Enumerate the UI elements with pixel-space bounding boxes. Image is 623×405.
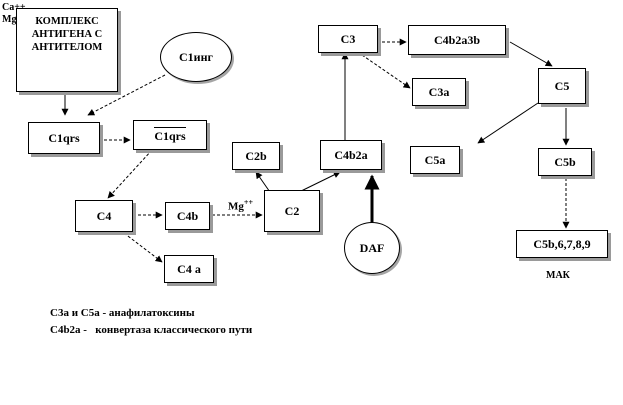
complex-line-1: КОМПЛЕКС <box>35 16 99 27</box>
node-c4b2a3b: C4b2a3b <box>408 25 506 55</box>
c4b-label: C4b <box>176 208 199 223</box>
node-c3a: C3a <box>412 78 466 106</box>
node-c1-inhibitor: C1инг <box>160 32 232 82</box>
c4b2a-label: C4b2a <box>334 147 368 162</box>
node-c4a: C4 a <box>164 255 214 283</box>
c3-label: C3 <box>340 31 356 46</box>
node-c2b: C2b <box>232 142 280 170</box>
arrow-c4-to-c4a <box>119 229 163 263</box>
c1qrs-active-label: C1qrs <box>154 126 186 143</box>
c2b-label: C2b <box>245 148 267 163</box>
arrow-c3-to-c3a <box>361 54 411 89</box>
magnesium-ion-label: Mg++ <box>2 14 28 25</box>
arrow-active-to-c4 <box>107 149 153 199</box>
c5-label: C5 <box>554 78 570 93</box>
c5b-label: C5b <box>554 154 576 169</box>
c3a-label: C3a <box>428 84 450 99</box>
node-c2: C2 <box>264 190 320 232</box>
legend-anaphylatoxins: C3a и C5a - анафилатоксины <box>50 307 195 319</box>
c1qrs-label: C1qrs <box>48 130 80 145</box>
calcium-ion-label: Ca++ <box>2 2 26 13</box>
c2-label: C2 <box>284 203 300 218</box>
arrow-c5-to-c5a <box>477 102 539 144</box>
mg-text: Mg <box>228 200 244 213</box>
c4b2a3b-label: C4b2a3b <box>433 32 480 47</box>
mac-caption: МАК <box>546 270 570 281</box>
c4-label: C4 <box>96 208 112 223</box>
node-c5a: C5a <box>410 146 460 174</box>
node-c4b2a: C4b2a <box>320 140 382 170</box>
arrow-c4b2a3b-to-c5 <box>509 41 553 67</box>
node-c5b: C5b <box>538 148 592 176</box>
node-c5: C5 <box>538 68 586 104</box>
mg-superscript: ++ <box>243 198 254 207</box>
node-c1qrs-active: C1qrs <box>133 120 207 150</box>
node-c3: C3 <box>318 25 378 53</box>
arrow-c1inh-to-c1qrs <box>87 74 166 116</box>
node-c4b: C4b <box>165 202 210 230</box>
mac-label: C5b,6,7,8,9 <box>533 236 591 251</box>
mg-cofactor-label: Mg++ <box>228 198 253 213</box>
complex-line-2: АНТИГЕНА С <box>31 29 103 40</box>
c4a-label: C4 a <box>177 261 201 276</box>
node-c4: C4 <box>75 200 133 232</box>
c5a-label: C5a <box>424 152 446 167</box>
complex-line-3: АНТИТЕЛОМ <box>31 42 103 53</box>
node-antigen-antibody-complex: КОМПЛЕКС АНТИГЕНА С АНТИТЕЛОМ <box>16 8 118 92</box>
node-membrane-attack-complex: C5b,6,7,8,9 <box>516 230 608 258</box>
ions-label: Ca++ Mg++ <box>2 2 28 26</box>
c1-inhibitor-label: C1инг <box>179 49 213 64</box>
legend-convertase: C4b2a - конвертаза классического пути <box>50 324 253 336</box>
daf-label: DAF <box>359 240 385 255</box>
node-c1qrs: C1qrs <box>28 122 100 154</box>
node-daf: DAF <box>344 222 400 274</box>
